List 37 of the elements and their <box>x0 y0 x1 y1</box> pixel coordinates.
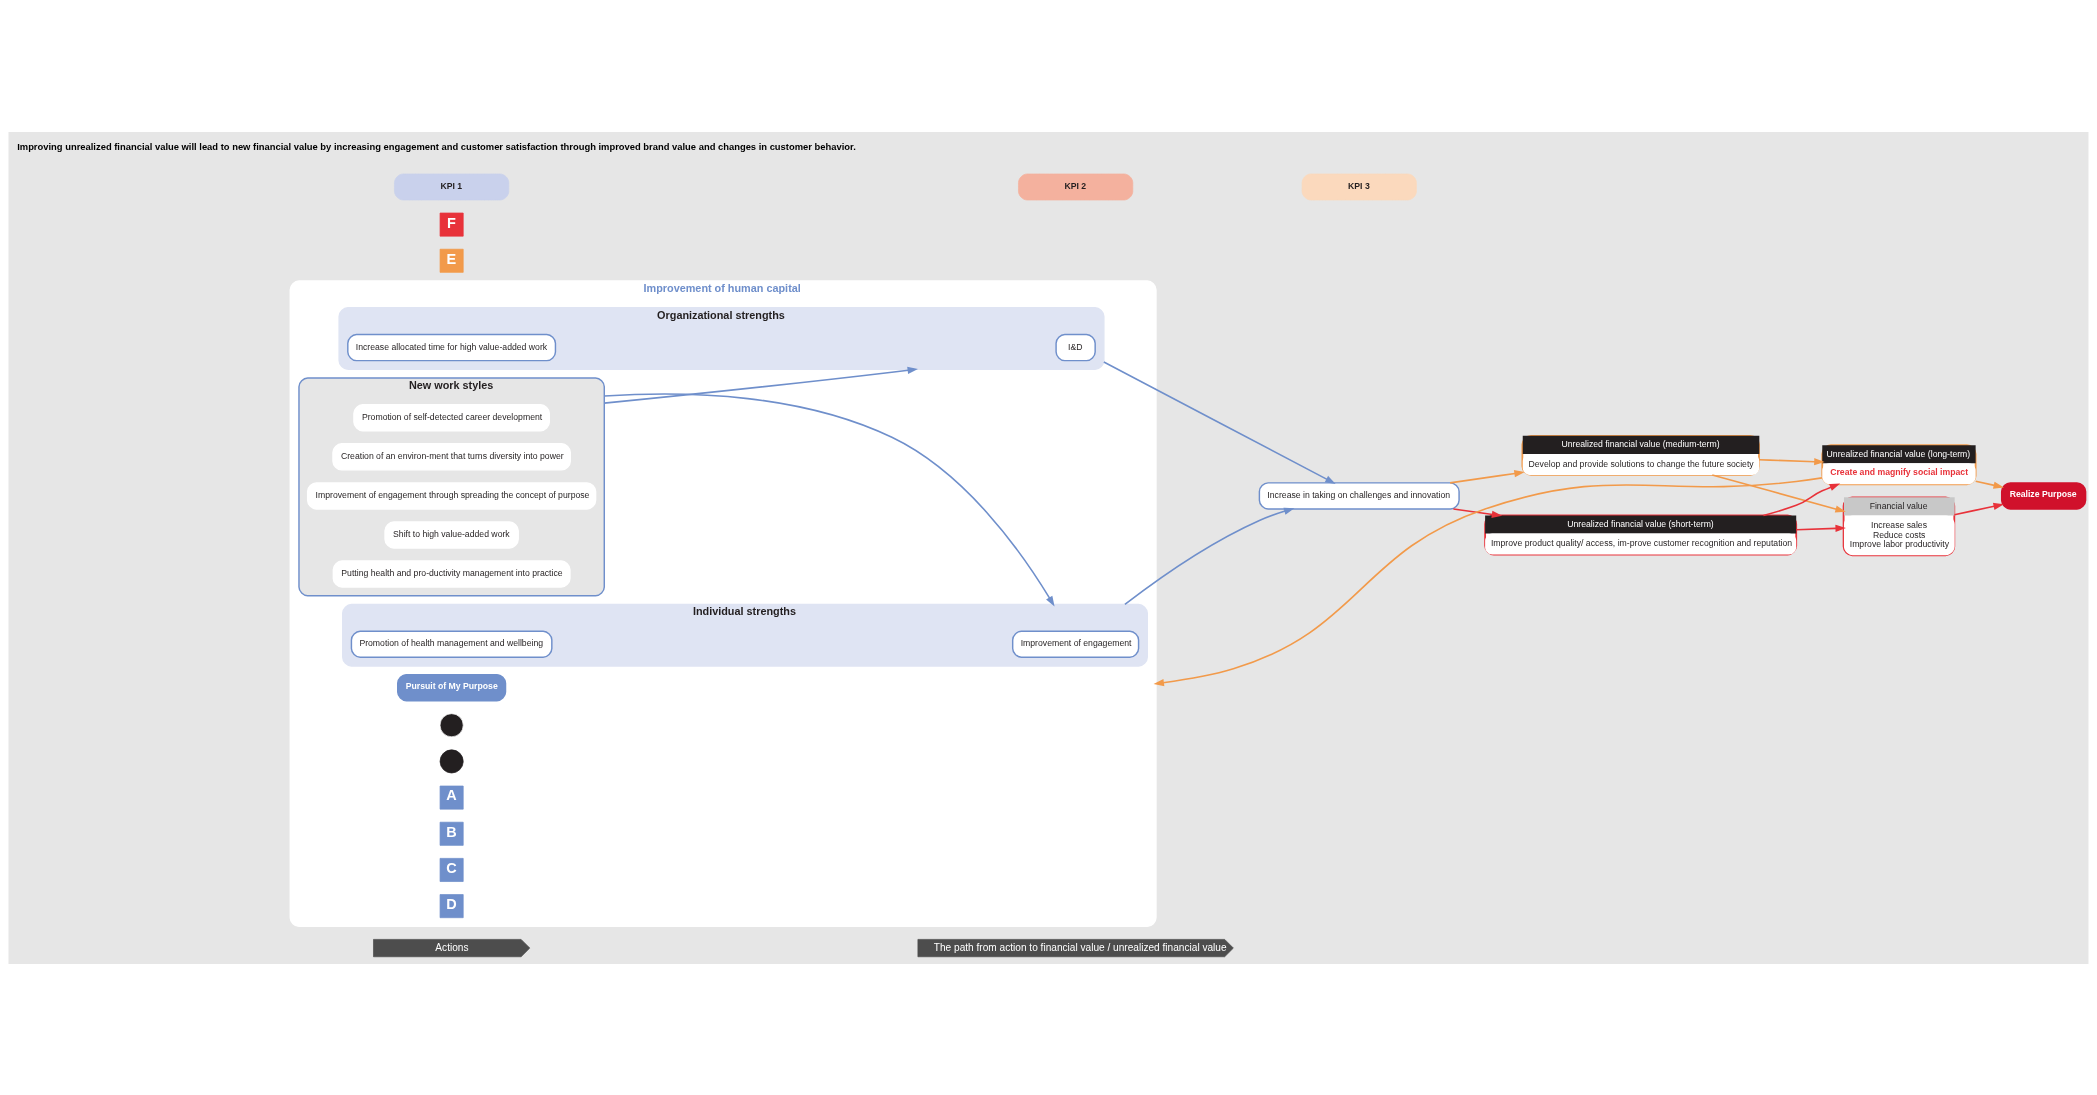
arrow <box>1124 507 1295 605</box>
arrow <box>1795 524 1846 532</box>
arrow <box>1974 480 2004 489</box>
node-box: Improvement of engagement <box>1011 629 1140 658</box>
node-box: KPI 2 <box>1018 173 1134 200</box>
node-box: KPI 3 <box>1301 173 1417 200</box>
arrow <box>1153 476 1823 686</box>
arrow <box>1103 360 1336 484</box>
node-circle <box>439 749 464 773</box>
node-box: F <box>439 212 464 237</box>
node-box: I&D <box>1055 333 1096 361</box>
arrow <box>1953 502 2004 515</box>
node-box: KPI 1 <box>394 173 510 200</box>
node-box: B <box>439 821 464 846</box>
node-circle <box>439 712 464 737</box>
node-box: Creation of an environ-ment that turns diversity into power <box>332 442 571 471</box>
node-box: Promotion of health management and wellbeing <box>350 629 553 658</box>
arrow <box>1711 473 1846 513</box>
node-box: D <box>439 893 464 918</box>
node-box: E <box>439 248 464 273</box>
node-box: Increase allocated time for high value-added work <box>347 333 557 361</box>
node-box: Pursuit of My Purpose <box>397 673 507 701</box>
node-box: C <box>439 857 464 882</box>
node-box: Promotion of self-detected career development <box>353 403 551 432</box>
arrow <box>1449 469 1525 484</box>
node-box: Putting health and pro-ductivity management into practice <box>332 559 571 588</box>
arrow <box>1758 457 1825 465</box>
arrow <box>1452 507 1503 518</box>
arrow <box>1762 483 1841 516</box>
arrow <box>603 392 1055 606</box>
arrow <box>603 366 918 404</box>
node-box: Shift to high value-added work <box>384 520 519 549</box>
label: Improving unrealized financial value will lead to new financial value by increasing engagement and customer satisfaction through improved brand value and changes in customer behavior. <box>17 140 856 152</box>
node-box: Improvement of engagement through spreading the concept of purpose <box>306 481 597 510</box>
node-box: A <box>439 785 464 810</box>
node-box: Increase in taking on challenges and innovation <box>1258 481 1460 510</box>
node-box: Realize Purpose <box>2000 481 2087 510</box>
